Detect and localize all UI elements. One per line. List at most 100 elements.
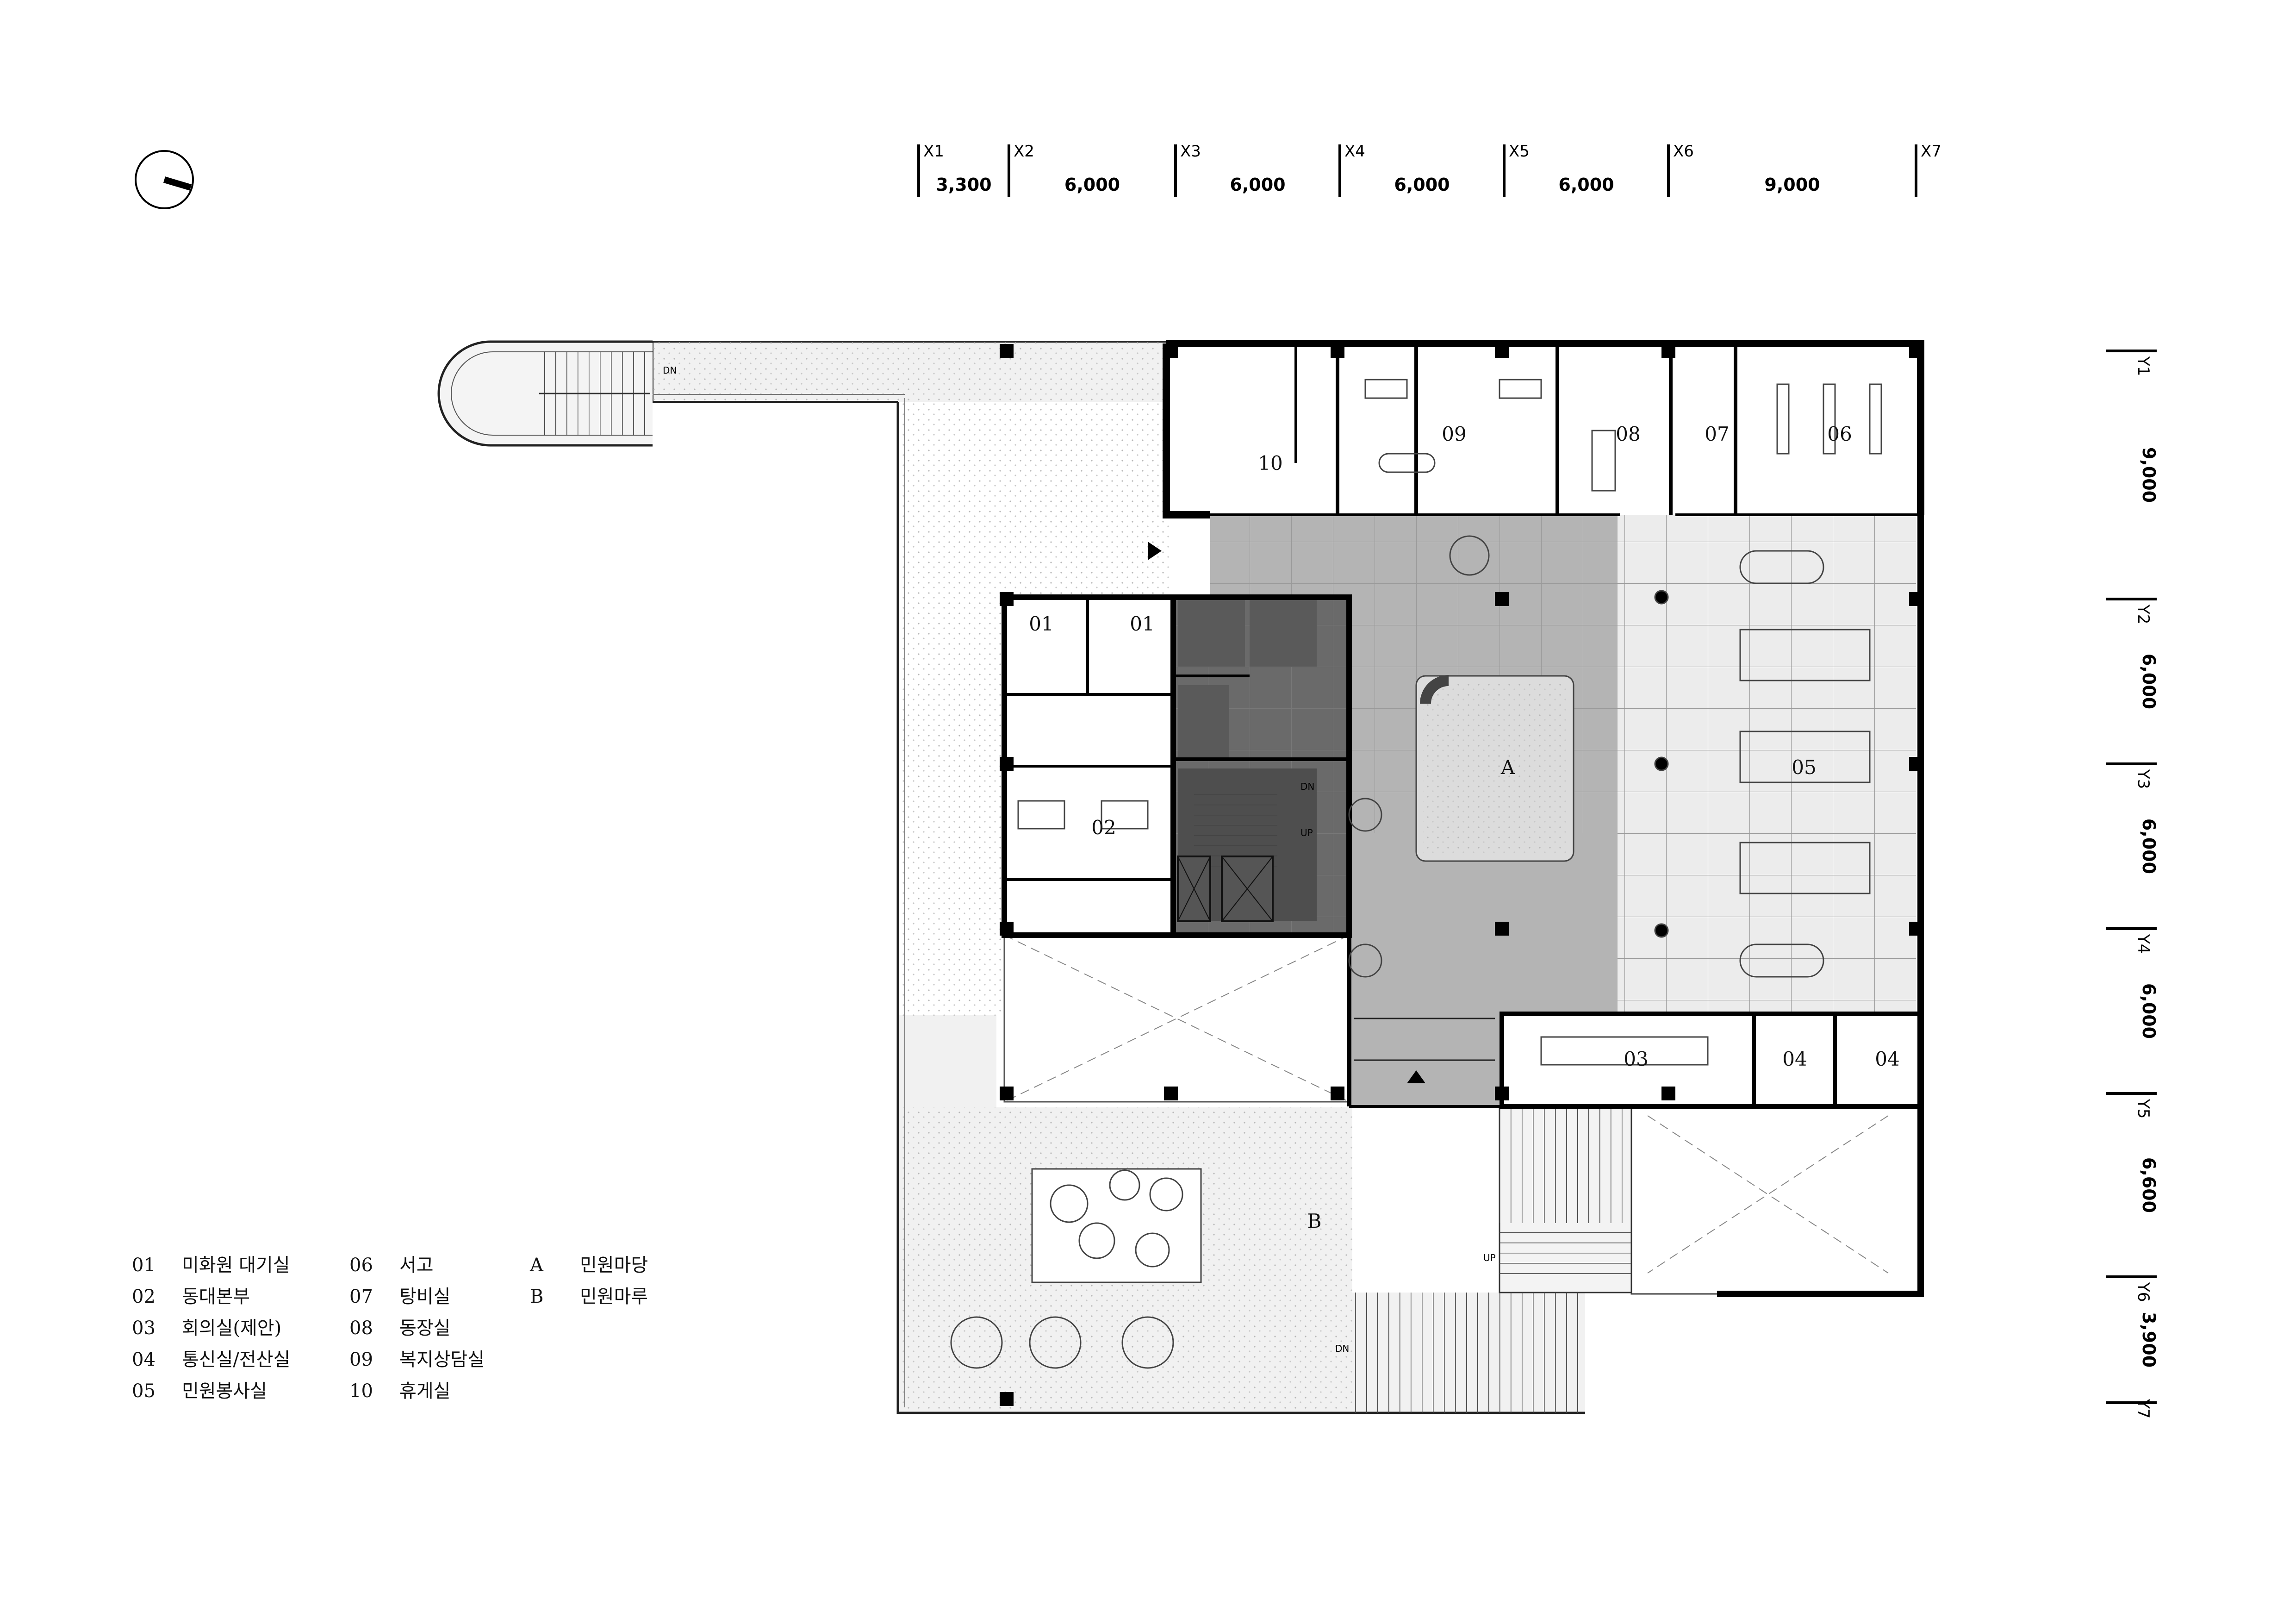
legend-code: 08 (349, 1318, 373, 1339)
legend-label: 민원마루 (580, 1286, 648, 1307)
room-tag-08: 08 (1616, 423, 1640, 445)
y-span-dimension: 6,000 (2139, 983, 2159, 1039)
column (1000, 922, 1014, 936)
y-span-dimension: 6,000 (2139, 818, 2159, 874)
y-axis-label: Y6 (2134, 1282, 2153, 1302)
y-axis-label: Y2 (2134, 604, 2153, 624)
y-axis-label: Y7 (2134, 1399, 2153, 1418)
y-axis-label: Y5 (2134, 1099, 2153, 1118)
legend-label: 탕비실 (399, 1286, 451, 1307)
room-tag-10: 10 (1258, 452, 1282, 475)
furniture (950, 379, 1882, 1369)
x-span-dimension: 3,300 (936, 175, 991, 195)
legend-entry: A 민원마당 (530, 1250, 648, 1277)
x-axis-label: X3 (1180, 142, 1201, 161)
legend-entry: 08 동장실 (349, 1313, 450, 1340)
y-axis-label: Y4 (2134, 934, 2153, 954)
legend-entry: 02 동대본부 (132, 1281, 250, 1308)
stair-up-core: UP (1300, 827, 1313, 838)
legend-label: 휴게실 (399, 1380, 451, 1402)
column (1000, 344, 1014, 358)
column (1331, 1087, 1344, 1100)
stair-up-south: UP (1483, 1252, 1496, 1263)
legend-entry: 10 휴게실 (349, 1376, 450, 1403)
legend-label: 복지상담실 (399, 1349, 485, 1370)
legend-code: 05 (132, 1380, 156, 1402)
entrance-marker-icons (1148, 542, 1425, 1083)
x-axis-label: X5 (1509, 142, 1530, 161)
legend-entry: 06 서고 (349, 1250, 434, 1277)
zone-tag-b: B (1307, 1210, 1322, 1232)
legend-label: 동대본부 (182, 1286, 250, 1307)
y-span-dimension: 9,000 (2139, 447, 2159, 503)
stair-dn-core: DN (1300, 781, 1314, 792)
x-axis-label: X7 (1921, 142, 1941, 161)
legend-label: 민원봉사실 (182, 1380, 267, 1402)
column (1495, 592, 1509, 606)
y-axis-label: Y1 (2134, 356, 2153, 376)
stair-dn-label: DN (663, 365, 677, 376)
legend-code: 06 (349, 1255, 373, 1276)
legend-label: 서고 (399, 1255, 434, 1276)
room-tag-01a: 01 (1029, 612, 1053, 635)
x-axis-label: X1 (923, 142, 944, 161)
y-span-dimension: 3,900 (2139, 1312, 2159, 1368)
column (1661, 1087, 1675, 1100)
legend-label: 민원마당 (580, 1255, 648, 1276)
legend-code: 07 (349, 1286, 373, 1307)
legend-label: 미화원 대기실 (182, 1255, 290, 1276)
legend-code: 01 (132, 1255, 156, 1276)
legend-code: 10 (349, 1380, 373, 1402)
column (1909, 592, 1923, 606)
zone-tag-a: A (1500, 756, 1515, 779)
legend-entry: 07 탕비실 (349, 1281, 450, 1308)
room-tag-04b: 04 (1875, 1048, 1899, 1070)
column (1164, 1087, 1178, 1100)
column (1495, 344, 1509, 358)
room-tag-07: 07 (1705, 423, 1729, 445)
legend-label: 통신실/전산실 (182, 1349, 291, 1370)
y-grid-axes: Y1Y2Y3Y4Y5Y6Y79,0006,0006,0006,0006,6003… (2106, 350, 2159, 1418)
column (1909, 757, 1923, 771)
x-span-dimension: 9,000 (1764, 175, 1820, 195)
x-span-dimension: 6,000 (1230, 175, 1285, 195)
x-axis-label: X6 (1673, 142, 1694, 161)
x-span-dimension: 6,000 (1064, 175, 1120, 195)
legend-entry: 05 민원봉사실 (132, 1376, 267, 1403)
x-axis-label: X4 (1344, 142, 1365, 161)
building-interiors (1003, 344, 1922, 1413)
legend-label: 회의실(제안) (182, 1318, 282, 1339)
column (1495, 1087, 1509, 1100)
legend-code: 03 (132, 1318, 156, 1339)
room-tag-05: 05 (1792, 756, 1816, 779)
y-span-dimension: 6,000 (2139, 654, 2159, 709)
stair-labels: DN UP UP DN (1300, 781, 1496, 1354)
legend-code: B (530, 1286, 544, 1307)
x-span-dimension: 6,000 (1558, 175, 1614, 195)
legend-entry: B 민원마루 (530, 1281, 648, 1308)
column (1000, 1392, 1014, 1406)
column (1661, 344, 1675, 358)
legend-code: 02 (132, 1286, 156, 1307)
bridge-stair: DN (437, 340, 677, 447)
x-span-dimension: 6,000 (1394, 175, 1450, 195)
stair-dn-south: DN (1335, 1343, 1349, 1354)
room-tag-01b: 01 (1130, 612, 1154, 635)
room-tag-04a: 04 (1782, 1048, 1807, 1070)
column (1164, 344, 1178, 358)
column (1909, 922, 1923, 936)
legend-code: 09 (349, 1349, 373, 1370)
room-tags: 01 01 02 03 04 04 05 06 07 08 09 10 A B (1029, 423, 1899, 1232)
legend-entry: 03 회의실(제안) (132, 1313, 281, 1340)
legend-label: 동장실 (399, 1318, 451, 1339)
north-arrow-icon (135, 150, 194, 209)
room-tag-09: 09 (1442, 423, 1466, 445)
x-grid-axes: X1 X2 X3 X4 X5 X6 X7 3,300 6,000 6,000 6,000 6,000 9… (917, 142, 1941, 197)
room-tag-03: 03 (1624, 1048, 1648, 1070)
column (1000, 592, 1014, 606)
legend-code: A (530, 1255, 543, 1276)
room-tag-06: 06 (1827, 423, 1852, 445)
x-axis-label: X2 (1014, 142, 1034, 161)
